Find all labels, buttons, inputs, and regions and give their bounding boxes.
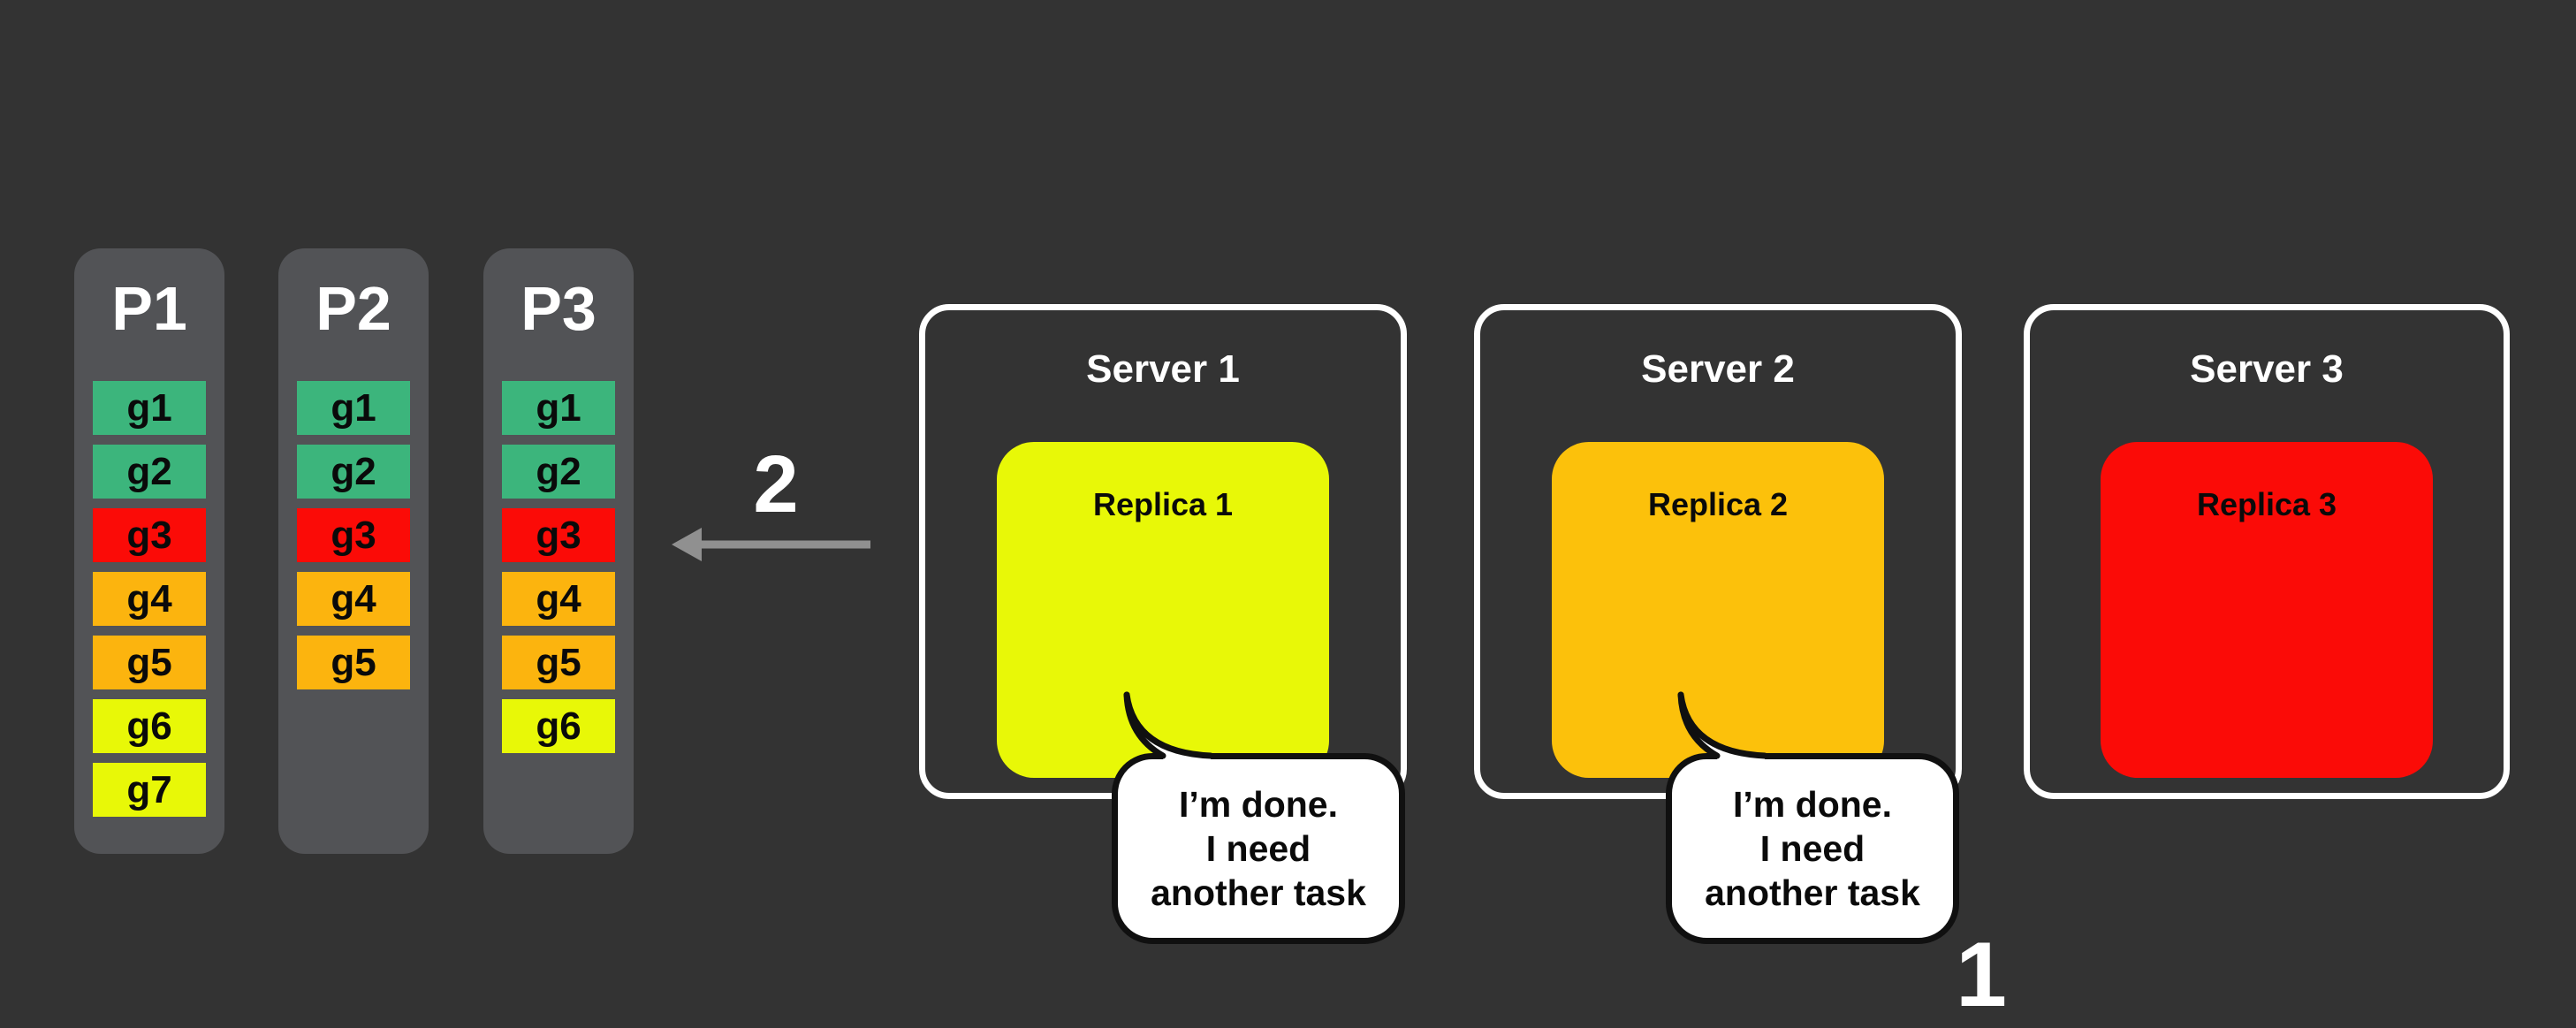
task-cell: g2 — [502, 445, 615, 499]
task-cell: g5 — [297, 636, 410, 689]
speech-bubble: I’m done. I need another task — [1666, 753, 1959, 944]
partition-title: P3 — [521, 274, 597, 343]
partition-title: P2 — [315, 274, 391, 343]
task-list: g1 g2 g3 g4 g5 g6 — [502, 381, 615, 753]
diagram-canvas: P1 g1 g2 g3 g4 g5 g6 g7 P2 g1 g2 g3 g4 g… — [74, 248, 2510, 1026]
task-list: g1 g2 g3 g4 g5 g6 g7 — [93, 381, 206, 817]
speech-bubble-text: another task — [1705, 872, 1920, 913]
server-title: Server 1 — [1086, 347, 1240, 391]
replica-box: Replica 3 — [2101, 442, 2433, 778]
partition-title: P1 — [111, 274, 187, 343]
server-1-box: Server 1 Replica 1 — [919, 304, 1407, 799]
speech-bubble-text: I need — [1759, 828, 1866, 869]
replica-label: Replica 2 — [1647, 486, 1789, 522]
step-1-label: 1 — [1956, 924, 2007, 1026]
arrow-left-icon — [672, 528, 870, 561]
step-2-label: 2 — [753, 439, 799, 529]
arrow-head — [672, 528, 702, 561]
speech-bubble-text: I need — [1205, 828, 1311, 869]
task-cell: g1 — [297, 381, 410, 435]
task-cell: g7 — [93, 763, 206, 817]
server-3-box: Server 3 Replica 3 — [2024, 304, 2510, 799]
task-cell: g2 — [93, 445, 206, 499]
task-cell: g1 — [502, 381, 615, 435]
task-cell: g6 — [93, 699, 206, 753]
task-cell: g2 — [297, 445, 410, 499]
speech-bubble-text: another task — [1151, 872, 1366, 913]
replica-box: Replica 2 — [1552, 442, 1884, 778]
task-cell: g3 — [93, 508, 206, 562]
speech-bubble-text: I’m done. — [1733, 784, 1892, 825]
partition-column-p2: P2 g1 g2 g3 g4 g5 — [278, 248, 429, 854]
task-list: g1 g2 g3 g4 g5 — [297, 381, 410, 689]
partition-column-p3: P3 g1 g2 g3 g4 g5 g6 — [483, 248, 634, 854]
task-cell: g3 — [297, 508, 410, 562]
replica-label: Replica 1 — [1092, 486, 1234, 522]
partition-column-p1: P1 g1 g2 g3 g4 g5 g6 g7 — [74, 248, 224, 854]
diagram-background: { "background": "#333333", "palette": { … — [74, 248, 2510, 1026]
task-cell: g5 — [93, 636, 206, 689]
replica-label: Replica 3 — [2196, 486, 2337, 522]
task-cell: g3 — [502, 508, 615, 562]
task-cell: g5 — [502, 636, 615, 689]
server-title: Server 3 — [2190, 347, 2344, 391]
task-cell: g4 — [297, 572, 410, 626]
task-cell: g4 — [93, 572, 206, 626]
server-title: Server 2 — [1641, 347, 1795, 391]
server-2-box: Server 2 Replica 2 — [1474, 304, 1962, 799]
task-cell: g6 — [502, 699, 615, 753]
task-cell: g1 — [93, 381, 206, 435]
task-cell: g4 — [502, 572, 615, 626]
speech-bubble: I’m done. I need another task — [1112, 753, 1405, 944]
speech-bubble-text: I’m done. — [1179, 784, 1338, 825]
replica-box: Replica 1 — [997, 442, 1329, 778]
